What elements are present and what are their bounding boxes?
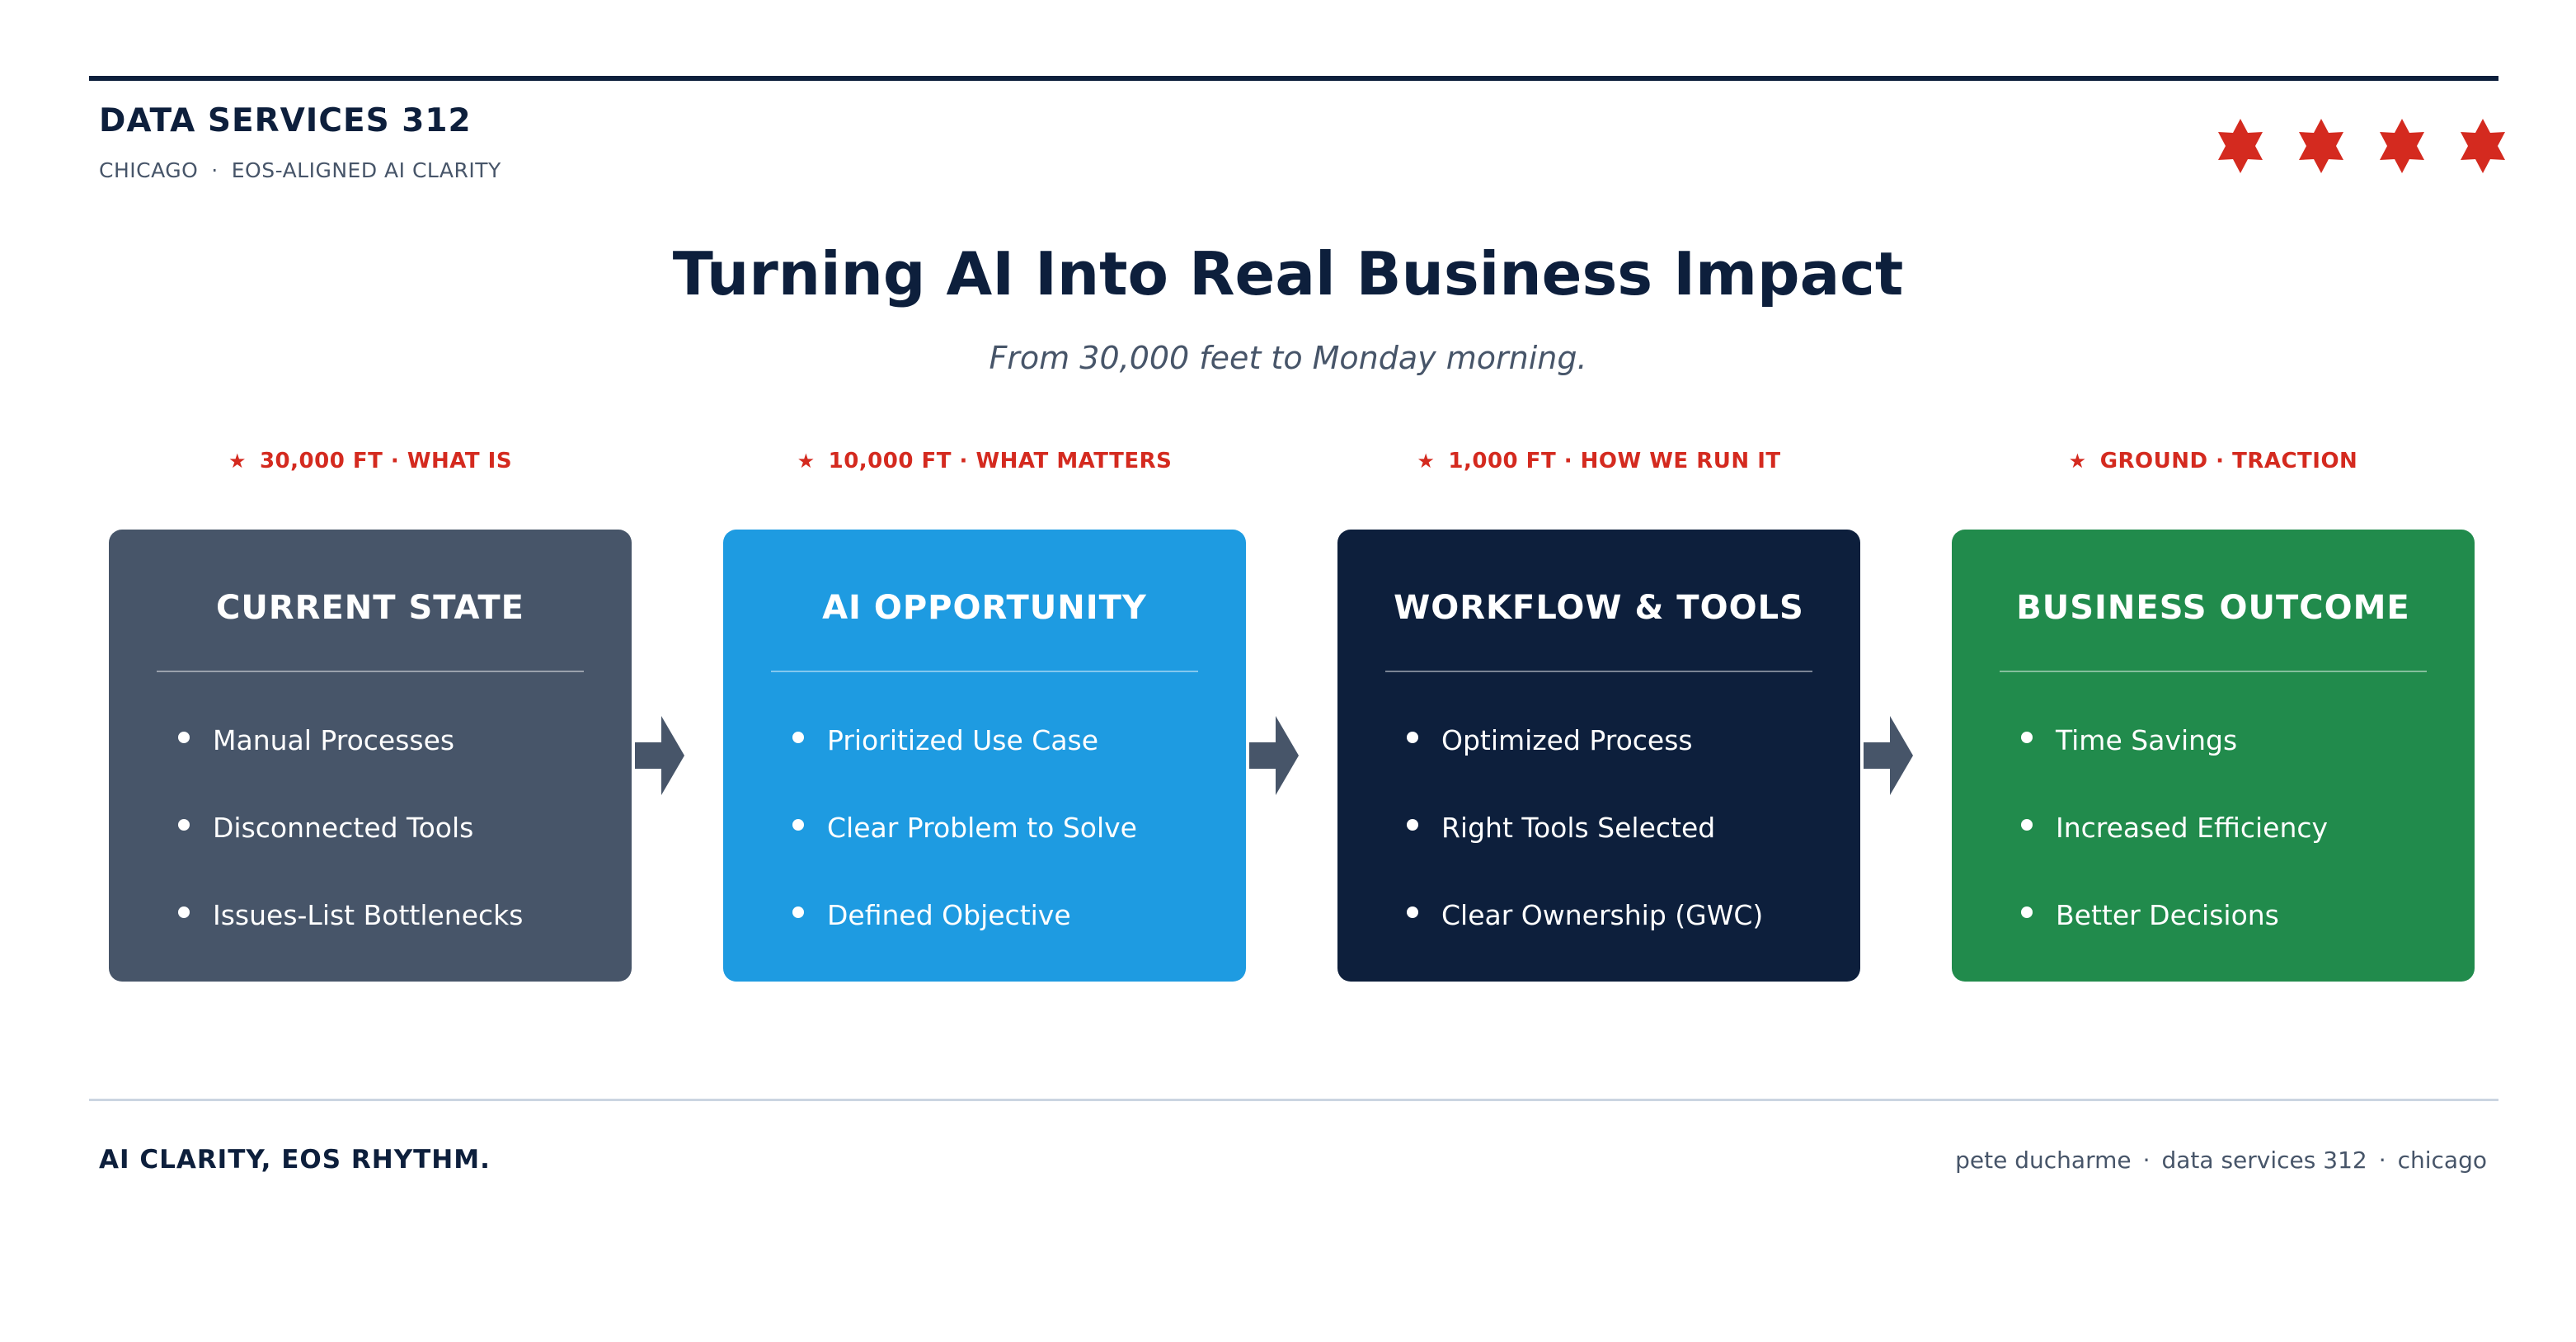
bullet-icon xyxy=(178,731,190,743)
flow-arrow-icon xyxy=(1864,716,1913,795)
stage-list-item: Clear Problem to Solve xyxy=(792,812,1137,848)
flow-arrow-icon xyxy=(635,716,684,795)
stage-item-text: Clear Problem to Solve xyxy=(827,812,1137,844)
six-point-star-icon xyxy=(2296,119,2347,173)
stage-item-text: Prioritized Use Case xyxy=(827,724,1099,756)
stage-list-item: Optimized Process xyxy=(1407,724,1693,760)
stage-altitude-label: ★ GROUND · TRACTION xyxy=(1949,449,2477,478)
stage-altitude-label: ★ 30,000 FT · WHAT IS xyxy=(106,449,634,478)
stage-item-text: Optimized Process xyxy=(1441,724,1693,756)
page-title: Turning AI Into Real Business Impact xyxy=(672,239,1904,308)
stage-title-divider xyxy=(771,671,1198,672)
tagline-city: CHICAGO xyxy=(99,158,199,182)
stage-item-text: Manual Processes xyxy=(213,724,455,756)
stage-item-text: Right Tools Selected xyxy=(1441,812,1716,844)
stage-list-item: Time Savings xyxy=(2021,724,2237,760)
stage-list-item: Better Decisions xyxy=(2021,899,2279,935)
star-icon: ★ xyxy=(228,450,247,473)
six-point-star-icon xyxy=(2457,119,2508,173)
stage-list-item: Clear Ownership (GWC) xyxy=(1407,899,1763,935)
stage-title-divider xyxy=(1385,671,1812,672)
footer-company: data services 312 xyxy=(2161,1147,2367,1174)
bullet-icon xyxy=(178,906,190,918)
bullet-icon xyxy=(792,731,804,743)
altitude-text: 10,000 FT · WHAT MATTERS xyxy=(828,449,1173,473)
stage-list-item: Increased Efficiency xyxy=(2021,812,2328,848)
footer-tagline: AI CLARITY, EOS RHYTHM. xyxy=(99,1145,491,1175)
six-point-star-icon xyxy=(2215,119,2266,173)
altitude-text: 1,000 FT · HOW WE RUN IT xyxy=(1448,449,1781,473)
stage-list-item: Defined Objective xyxy=(792,899,1071,935)
stage-item-text: Disconnected Tools xyxy=(213,812,474,844)
flow-arrow-icon xyxy=(1249,716,1299,795)
bullet-icon xyxy=(2021,906,2033,918)
footer-city: chicago xyxy=(2397,1147,2487,1174)
stage-list-item: Right Tools Selected xyxy=(1407,812,1715,848)
altitude-text: 30,000 FT · WHAT IS xyxy=(259,449,513,473)
page-subtitle: From 30,000 feet to Monday morning. xyxy=(989,340,1587,376)
star-icon: ★ xyxy=(2068,450,2087,473)
stage-item-text: Defined Objective xyxy=(827,899,1071,931)
stage-item-text: Time Savings xyxy=(2056,724,2238,756)
six-point-star-icon xyxy=(2376,119,2428,173)
footer-credits: pete ducharme · data services 312 · chicago xyxy=(1955,1147,2487,1174)
bullet-icon xyxy=(178,818,190,831)
stage-title: CURRENT STATE xyxy=(216,589,524,627)
stage-title-divider xyxy=(157,671,584,672)
stage-list-item: Prioritized Use Case xyxy=(792,724,1098,760)
brand-name: DATA SERVICES 312 xyxy=(99,102,472,139)
stage-title-divider xyxy=(2000,671,2427,672)
altitude-text: GROUND · TRACTION xyxy=(2099,449,2358,473)
stage-title: AI OPPORTUNITY xyxy=(822,589,1147,627)
footer-author: pete ducharme xyxy=(1955,1147,2132,1174)
stage-title: WORKFLOW & TOOLS xyxy=(1394,589,1804,627)
stage-item-text: Clear Ownership (GWC) xyxy=(1441,899,1764,931)
stage-altitude-label: ★ 10,000 FT · WHAT MATTERS xyxy=(721,449,1248,478)
bullet-icon xyxy=(1407,906,1418,918)
stage-list-item: Issues-List Bottlenecks xyxy=(178,899,523,935)
footer-separator: · xyxy=(2378,1147,2386,1174)
stage-item-text: Increased Efficiency xyxy=(2056,812,2329,844)
stage-item-text: Better Decisions xyxy=(2056,899,2279,931)
bullet-icon xyxy=(2021,731,2033,743)
tagline-separator: · xyxy=(211,158,219,182)
bullet-icon xyxy=(2021,818,2033,831)
star-icon: ★ xyxy=(797,450,816,473)
stage-list-item: Disconnected Tools xyxy=(178,812,473,848)
brand-tagline: CHICAGO · EOS-ALIGNED AI CLARITY xyxy=(99,158,501,182)
stage-altitude-label: ★ 1,000 FT · HOW WE RUN IT xyxy=(1335,449,1863,478)
bottom-divider xyxy=(89,1099,2498,1101)
bullet-icon xyxy=(792,818,804,831)
tagline-focus: EOS-ALIGNED AI CLARITY xyxy=(231,158,501,182)
star-icon: ★ xyxy=(1417,450,1436,473)
stage-list-item: Manual Processes xyxy=(178,724,454,760)
footer-separator: · xyxy=(2142,1147,2151,1174)
bullet-icon xyxy=(1407,731,1418,743)
stage-title: BUSINESS OUTCOME xyxy=(2016,589,2410,627)
top-divider xyxy=(89,76,2498,81)
stage-item-text: Issues-List Bottlenecks xyxy=(213,899,524,931)
bullet-icon xyxy=(1407,818,1418,831)
bullet-icon xyxy=(792,906,804,918)
